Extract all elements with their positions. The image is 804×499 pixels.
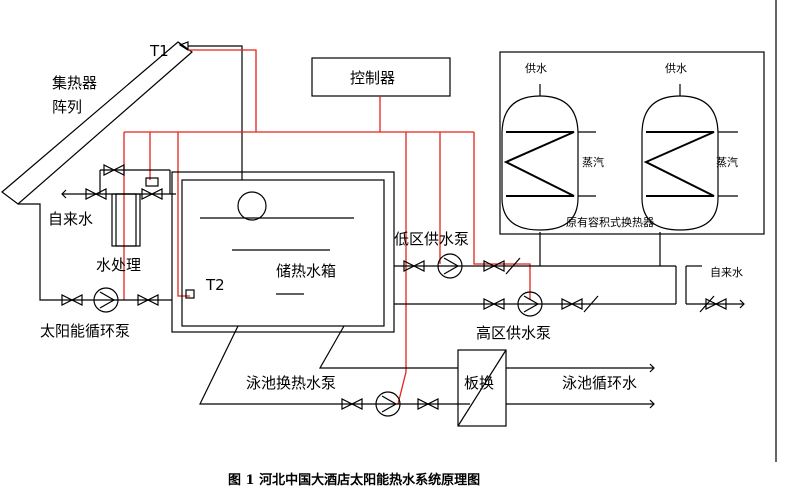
t2-sensor-label: T2 — [205, 276, 225, 294]
storage-tank-label: 储热水箱 — [276, 262, 336, 280]
bypass-valve-icon — [103, 164, 125, 176]
pool-pump-arrow-icon — [381, 395, 398, 413]
water-treatment-unit — [111, 193, 141, 247]
high-zone-valve-1-icon — [483, 298, 505, 310]
figure-caption: 图 1 河北中国大酒店太阳能热水系统原理图 — [228, 472, 480, 488]
low-zone-check-valve-icon — [483, 257, 521, 275]
water-treatment-label: 水处理 — [96, 256, 141, 274]
treatment-valve-icon — [141, 177, 163, 200]
controller-label: 控制器 — [350, 69, 395, 87]
t2-sensor-icon — [185, 289, 195, 299]
solar-pump-icon — [93, 287, 119, 313]
existing-hx-label: 原有容积式换热器 — [566, 215, 654, 229]
pool-pump-valve-2-icon — [417, 398, 439, 410]
solar-return-pipe — [18, 203, 62, 301]
solar-collector-array — [1, 41, 193, 205]
low-zone-valve-1-icon — [403, 260, 425, 272]
high-zone-pump-icon — [517, 291, 543, 317]
existing-hx-frame — [499, 51, 765, 235]
pool-loop-pipes — [199, 325, 655, 409]
solar-pump-arrow-icon — [99, 291, 116, 309]
plate-heat-exchanger — [457, 349, 507, 427]
supply-1-label: 供水 — [525, 61, 547, 75]
heat-exchanger-1 — [501, 84, 596, 231]
plate-hx-label: 板换 — [464, 374, 494, 392]
pool-pump-valve-1-icon — [341, 398, 363, 410]
collector-outlet-pipe — [188, 45, 243, 180]
high-zone-check-valve-icon — [561, 295, 599, 313]
solar-pump-valve-2-icon — [137, 294, 159, 306]
storage-tank — [171, 171, 395, 333]
steam-2-label: 蒸汽 — [716, 155, 738, 169]
low-zone-pump-arrow-icon — [443, 257, 460, 275]
controller-box — [311, 57, 451, 97]
right-manifold-pipes — [539, 232, 745, 309]
low-zone-pump-icon — [437, 253, 463, 279]
steam-1-label: 蒸汽 — [582, 155, 604, 169]
pool-circ-label: 泳池循环水 — [562, 374, 637, 392]
tap-water-left-label: 自来水 — [48, 210, 93, 228]
heat-exchanger-2 — [641, 84, 738, 231]
high-zone-pump-label: 高区供水泵 — [476, 324, 551, 342]
high-zone-pump-arrow-icon — [523, 295, 540, 313]
solar-pump-valve-1-icon — [61, 294, 83, 306]
pool-pump-icon — [375, 391, 401, 417]
control-wiring — [123, 49, 531, 405]
low-zone-pump-label: 低区供水泵 — [394, 230, 469, 248]
inlet-valve-icon — [85, 188, 107, 200]
tap-water-right-check-valve-icon — [699, 295, 727, 313]
pool-hx-pump-label: 泳池换热水泵 — [246, 374, 336, 392]
solar-pump-label: 太阳能循环泵 — [40, 322, 130, 340]
tap-water-right-label: 自来水 — [710, 266, 743, 279]
collector-label-2: 阵列 — [52, 98, 82, 116]
t1-sensor-label: T1 — [149, 42, 169, 60]
collector-label: 集热器 — [52, 74, 97, 92]
supply-2-label: 供水 — [665, 61, 687, 75]
